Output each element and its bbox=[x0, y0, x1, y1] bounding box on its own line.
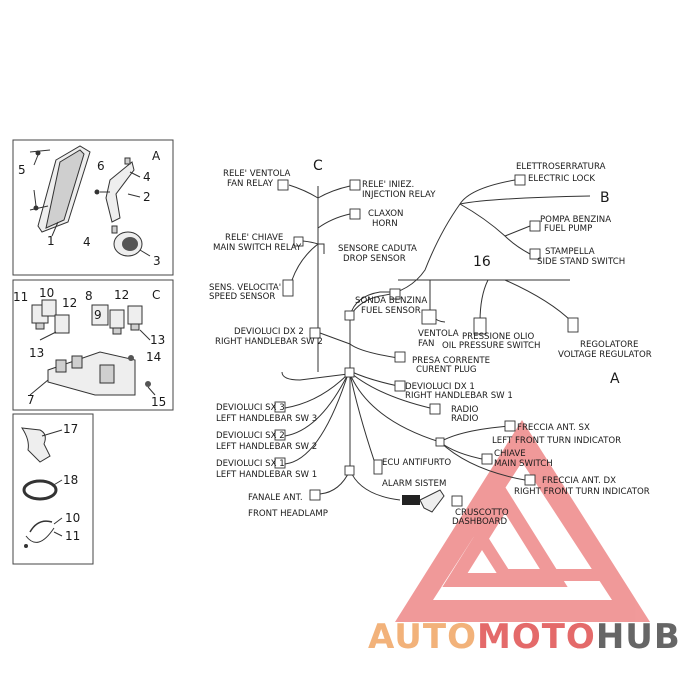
part-number-13b: 13 bbox=[150, 333, 165, 347]
part-number-13a: 13 bbox=[29, 346, 44, 360]
label-fan-it: VENTOLA bbox=[418, 329, 459, 339]
part-number-8: 8 bbox=[85, 289, 93, 303]
label-electric-lock-it: ELETTROSERRATURA bbox=[516, 162, 606, 172]
label-fuel-sensor-en: FUEL SENSOR bbox=[361, 306, 421, 316]
label-radio-it: RADIO bbox=[451, 405, 479, 415]
label-left-sw1-it: DEVIOLUCI SX 1 bbox=[216, 459, 285, 469]
part-number-12a: 12 bbox=[62, 296, 77, 310]
watermark-hub: HUB bbox=[596, 617, 681, 657]
part-number-14: 14 bbox=[146, 350, 161, 364]
label-left-turn-it: FRECCIA ANT. SX bbox=[517, 423, 590, 433]
label-fuel-pump-en: FUEL PUMP bbox=[544, 224, 592, 234]
label-current-plug-it: PRESA CORRENTE bbox=[412, 356, 490, 366]
label-left-sw2-it: DEVIOLUCI SX 2 bbox=[216, 431, 285, 441]
part-number-4b: 4 bbox=[83, 235, 91, 249]
label-left-sw1-en: LEFT HANDLEBAR SW 1 bbox=[216, 470, 317, 480]
horn-part bbox=[113, 231, 143, 257]
part-number-11-clip: 11 bbox=[65, 529, 80, 543]
harness-number-16: 16 bbox=[473, 254, 491, 270]
label-radio-en: RADIO bbox=[451, 414, 479, 424]
label-current-plug-en: CURENT PLUG bbox=[416, 365, 477, 375]
label-main-switch-it: CHIAVE bbox=[494, 449, 526, 459]
harness-letter-c: C bbox=[313, 158, 323, 174]
label-main-switch-relay-en: MAIN SWITCH RELAY bbox=[213, 243, 302, 253]
part-number-10-clip: 10 bbox=[65, 511, 80, 525]
part-number-10: 10 bbox=[39, 286, 54, 300]
label-right-turn-it: FRECCIA ANT. DX bbox=[542, 476, 616, 486]
label-oil-pressure-it: PRESSIONE OLIO bbox=[462, 332, 534, 342]
label-ecu-alarm-en: ALARM SISTEM bbox=[382, 479, 446, 489]
part-number-11: 11 bbox=[13, 290, 28, 304]
part-number-4a: 4 bbox=[143, 170, 151, 184]
component-labels: RELE' VENTOLA FAN RELAY RELE' INIEZ. INJ… bbox=[209, 162, 652, 527]
label-drop-sensor-en: DROP SENSOR bbox=[343, 254, 406, 264]
label-dashboard-en: DASHBOARD bbox=[452, 517, 507, 527]
svg-text:AUTOMOTOHUB: AUTOMOTOHUB bbox=[368, 617, 681, 657]
label-headlamp-it: FANALE ANT. bbox=[248, 493, 303, 503]
panel-a-letter: A bbox=[152, 149, 161, 163]
control-unit-part bbox=[37, 145, 91, 233]
label-injection-relay-en: INJECTION RELAY bbox=[362, 190, 436, 200]
part-number-9: 9 bbox=[94, 308, 102, 322]
label-right-sw1-en: RIGHT HANDLEBAR SW 1 bbox=[405, 391, 513, 401]
label-main-switch-en: MAIN SWITCH bbox=[494, 459, 553, 469]
panel-a: A 5 6 4 2 1 4 3 bbox=[12, 139, 174, 276]
label-left-sw3-it: DEVIOLUCI SX 3 bbox=[216, 403, 285, 413]
label-fan-relay-it: RELE' VENTOLA bbox=[223, 169, 290, 179]
label-fuel-pump-it: POMPA BENZINA bbox=[540, 215, 611, 225]
connectors bbox=[274, 174, 579, 513]
label-headlamp-en: FRONT HEADLAMP bbox=[248, 509, 328, 519]
part-number-3: 3 bbox=[153, 254, 161, 268]
harness-letter-b: B bbox=[600, 190, 610, 206]
label-voltage-regulator-it: REGOLATORE bbox=[580, 340, 638, 350]
label-speed-sensor-en: SPEED SENSOR bbox=[209, 292, 275, 302]
label-drop-sensor-it: SENSORE CADUTA bbox=[338, 244, 417, 254]
part-number-18: 18 bbox=[63, 473, 78, 487]
watermark-moto: MOTO bbox=[477, 617, 596, 657]
part-number-7: 7 bbox=[27, 393, 35, 407]
label-fan-en: FAN bbox=[418, 339, 434, 349]
part-number-12b: 12 bbox=[114, 288, 129, 302]
panel-d: 17 18 10 11 bbox=[12, 413, 94, 565]
label-oil-pressure-en: OIL PRESSURE SWITCH bbox=[442, 341, 540, 351]
panel-c: C 11 10 12 8 12 9 13 13 14 7 15 bbox=[12, 279, 174, 411]
watermark-triangle bbox=[395, 420, 650, 622]
label-right-sw1-it: DEVIOLUCI DX 1 bbox=[405, 382, 475, 392]
label-side-stand-en: SIDE STAND SWITCH bbox=[537, 257, 625, 267]
label-speed-sensor-it: SENS. VELOCITA' bbox=[209, 283, 281, 293]
label-ecu-alarm-it: ECU ANTIFURTO bbox=[382, 458, 451, 468]
part-number-1: 1 bbox=[47, 234, 55, 248]
label-left-sw2-en: LEFT HANDLEBAR SW 2 bbox=[216, 442, 317, 452]
panel-c-letter: C bbox=[152, 288, 160, 302]
part-number-5: 5 bbox=[18, 163, 26, 177]
label-voltage-regulator-en: VOLTAGE REGULATOR bbox=[558, 350, 652, 360]
harness-letter-a: A bbox=[610, 371, 620, 387]
part-number-17: 17 bbox=[63, 422, 78, 436]
watermark-logo: AUTOMOTOHUB bbox=[368, 617, 681, 657]
label-right-turn-en: RIGHT FRONT TURN INDICATOR bbox=[514, 487, 650, 497]
watermark-auto: AUTO bbox=[368, 617, 477, 657]
label-dashboard-it: CRUSCOTTO bbox=[455, 508, 509, 518]
label-left-sw3-en: LEFT HANDLEBAR SW 3 bbox=[216, 414, 317, 424]
part-number-15: 15 bbox=[151, 395, 166, 409]
label-main-switch-relay-it: RELE' CHIAVE bbox=[225, 233, 283, 243]
label-fuel-sensor-it: SONDA BENZINA bbox=[355, 296, 427, 306]
part-number-6: 6 bbox=[97, 159, 105, 173]
label-side-stand-it: STAMPELLA bbox=[545, 247, 595, 257]
label-horn-en: HORN bbox=[372, 219, 398, 229]
label-right-sw2-en: RIGHT HANDLEBAR SW 2 bbox=[215, 337, 323, 347]
label-fan-relay-en: FAN RELAY bbox=[227, 179, 274, 189]
label-right-sw2-it: DEVIOLUCI DX 2 bbox=[234, 327, 304, 337]
label-left-turn-en: LEFT FRONT TURN INDICATOR bbox=[492, 436, 621, 446]
label-injection-relay-it: RELE' INIEZ. bbox=[362, 180, 414, 190]
part-number-2: 2 bbox=[143, 190, 151, 204]
label-electric-lock-en: ELECTRIC LOCK bbox=[528, 174, 595, 184]
label-horn-it: CLAXON bbox=[368, 209, 403, 219]
